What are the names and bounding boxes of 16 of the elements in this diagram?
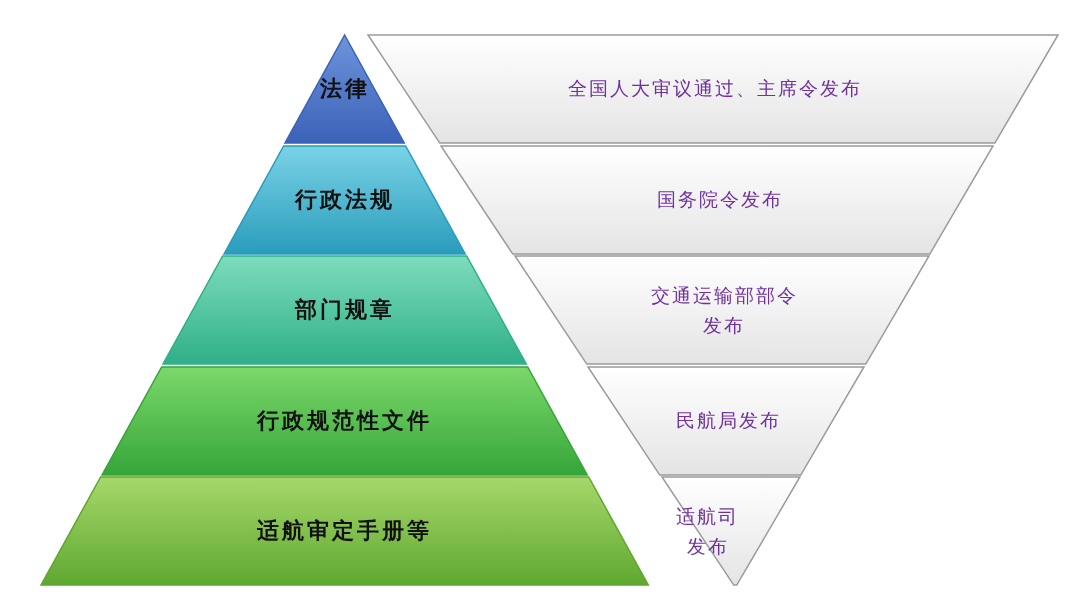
inverted-triangle-tier — [661, 477, 800, 586]
issuer-text: 交通运输部部令发布 — [649, 282, 799, 338]
tier-label: 行政规范性文件 — [257, 406, 433, 435]
tier-label: 部门规章 — [295, 296, 395, 325]
issuer-text: 民航局发布 — [675, 408, 781, 434]
pyramid-tier — [163, 256, 527, 365]
pyramid-tier — [224, 145, 466, 254]
tier-label: 行政法规 — [295, 185, 395, 214]
issuer-text: 适航司发布 — [675, 504, 741, 559]
issuer-text: 国务院令发布 — [656, 186, 783, 212]
tier-label: 法律 — [320, 75, 370, 103]
inverted-triangle-tier — [588, 366, 865, 475]
inverted-triangle-tier — [514, 256, 929, 365]
pyramid-tier — [102, 366, 588, 475]
tier-label: 适航审定手册等 — [257, 517, 433, 546]
issuer-text: 全国人大审议通过、主席令发布 — [568, 76, 863, 102]
